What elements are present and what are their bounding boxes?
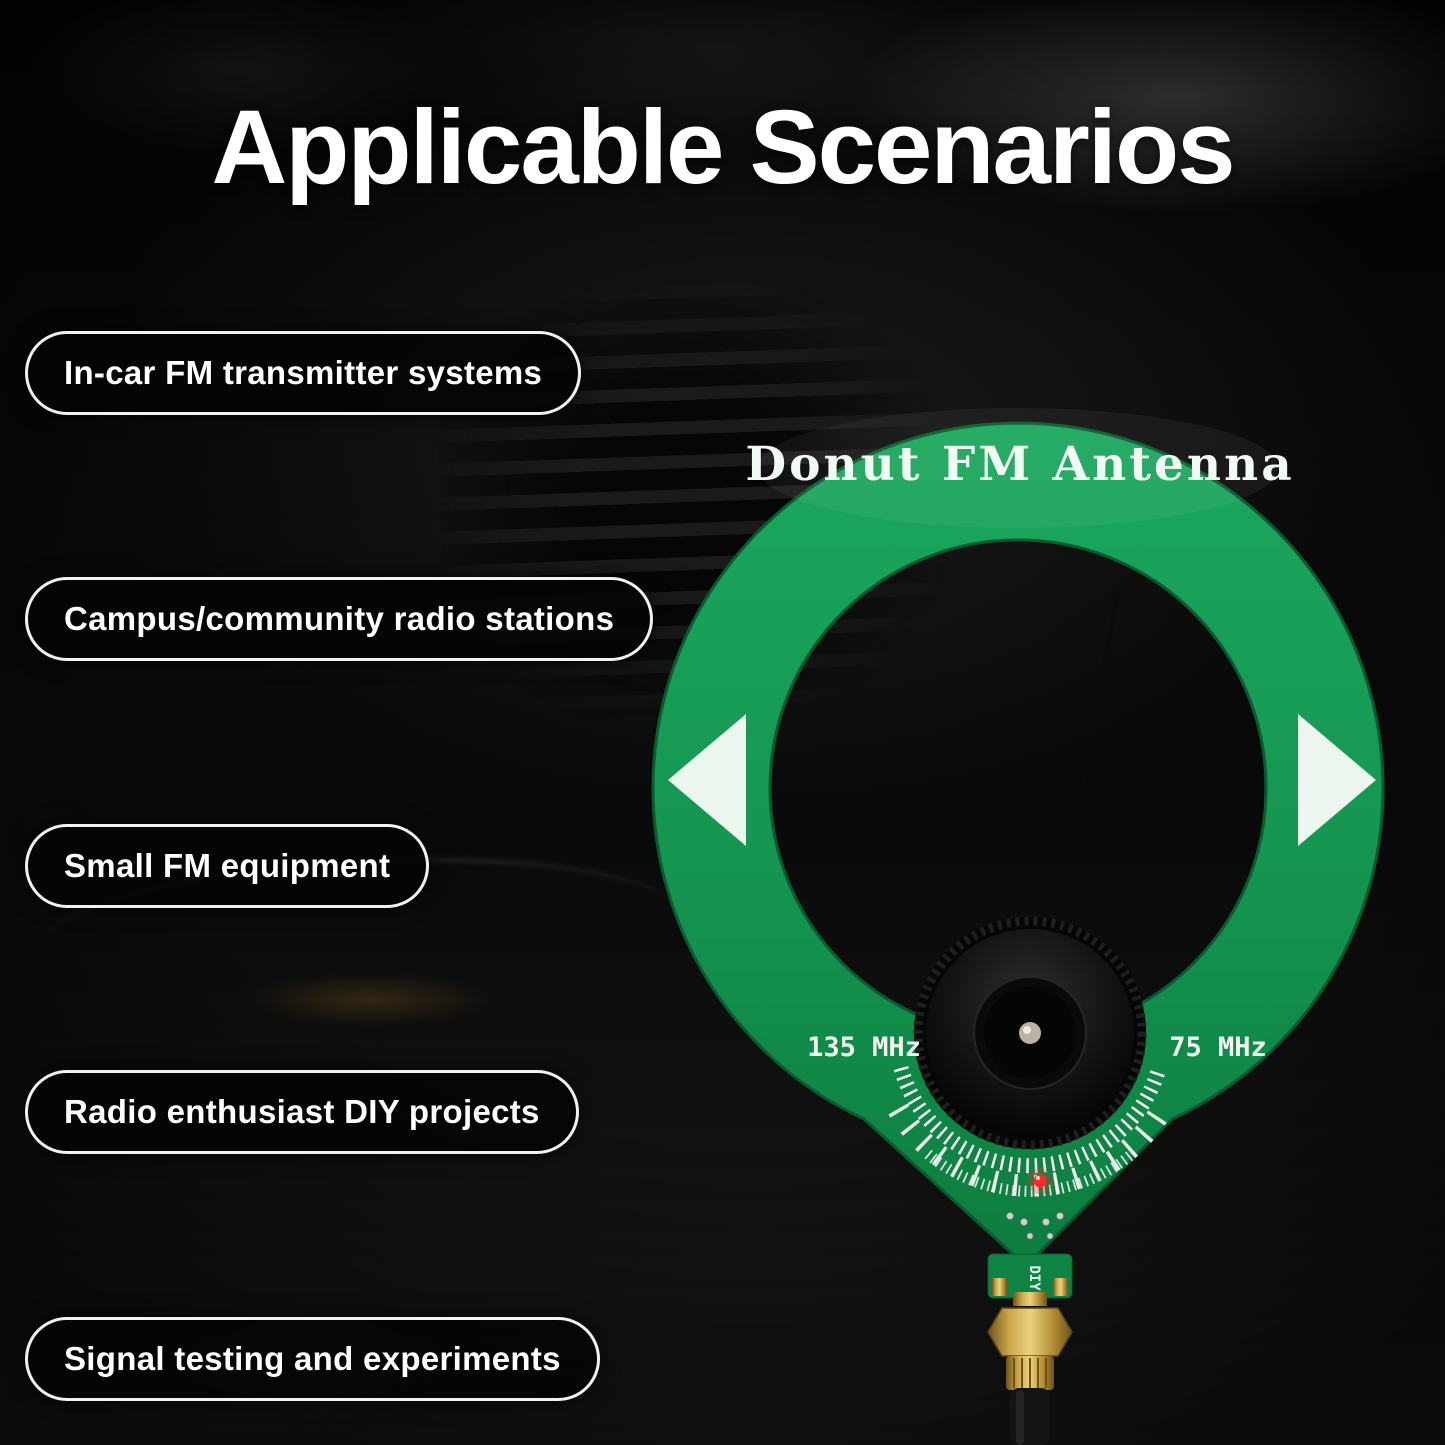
scenario-pill-1: In-car FM transmitter systems bbox=[25, 331, 582, 415]
coax-cable bbox=[1010, 1388, 1050, 1445]
knob-center-screw bbox=[1019, 1022, 1041, 1044]
scenario-pill-label: In-car FM transmitter systems bbox=[64, 354, 543, 391]
antenna-title: Donut FM Antenna bbox=[745, 437, 1294, 492]
pcb-diy-marking: DIY bbox=[1026, 1265, 1042, 1291]
freq-label-75mhz: 75 MHz bbox=[1169, 1032, 1267, 1063]
led-indicator bbox=[1027, 1168, 1053, 1194]
gold-pad-left bbox=[992, 1278, 1007, 1296]
scenario-pill-label: Radio enthusiast DIY projects bbox=[64, 1093, 540, 1130]
freq-label-135mhz: 135 MHz bbox=[807, 1032, 921, 1063]
scenario-pill-label: Signal testing and experiments bbox=[64, 1340, 561, 1377]
scenario-pill-4: Radio enthusiast DIY projects bbox=[25, 1070, 579, 1154]
scenario-pill-label: Small FM equipment bbox=[64, 847, 391, 884]
sma-connector bbox=[987, 1292, 1073, 1390]
road-amber-reflection bbox=[245, 972, 495, 1026]
scenario-pill-5: Signal testing and experiments bbox=[25, 1317, 600, 1401]
whip-antenna-rod bbox=[1049, 592, 1121, 949]
page-title: Applicable Scenarios bbox=[211, 89, 1235, 206]
antenna-figure: Donut FM Antenna 135 MHz 75 MHz bbox=[651, 408, 1385, 1445]
tuning-knob bbox=[913, 916, 1147, 1150]
gold-pad-right bbox=[1053, 1278, 1068, 1296]
sma-hex-nut bbox=[987, 1307, 1073, 1357]
scenario-pill-label: Campus/community radio stations bbox=[64, 600, 615, 637]
scenario-pill-3: Small FM equipment bbox=[25, 824, 430, 908]
scenario-pill-2: Campus/community radio stations bbox=[25, 577, 654, 661]
